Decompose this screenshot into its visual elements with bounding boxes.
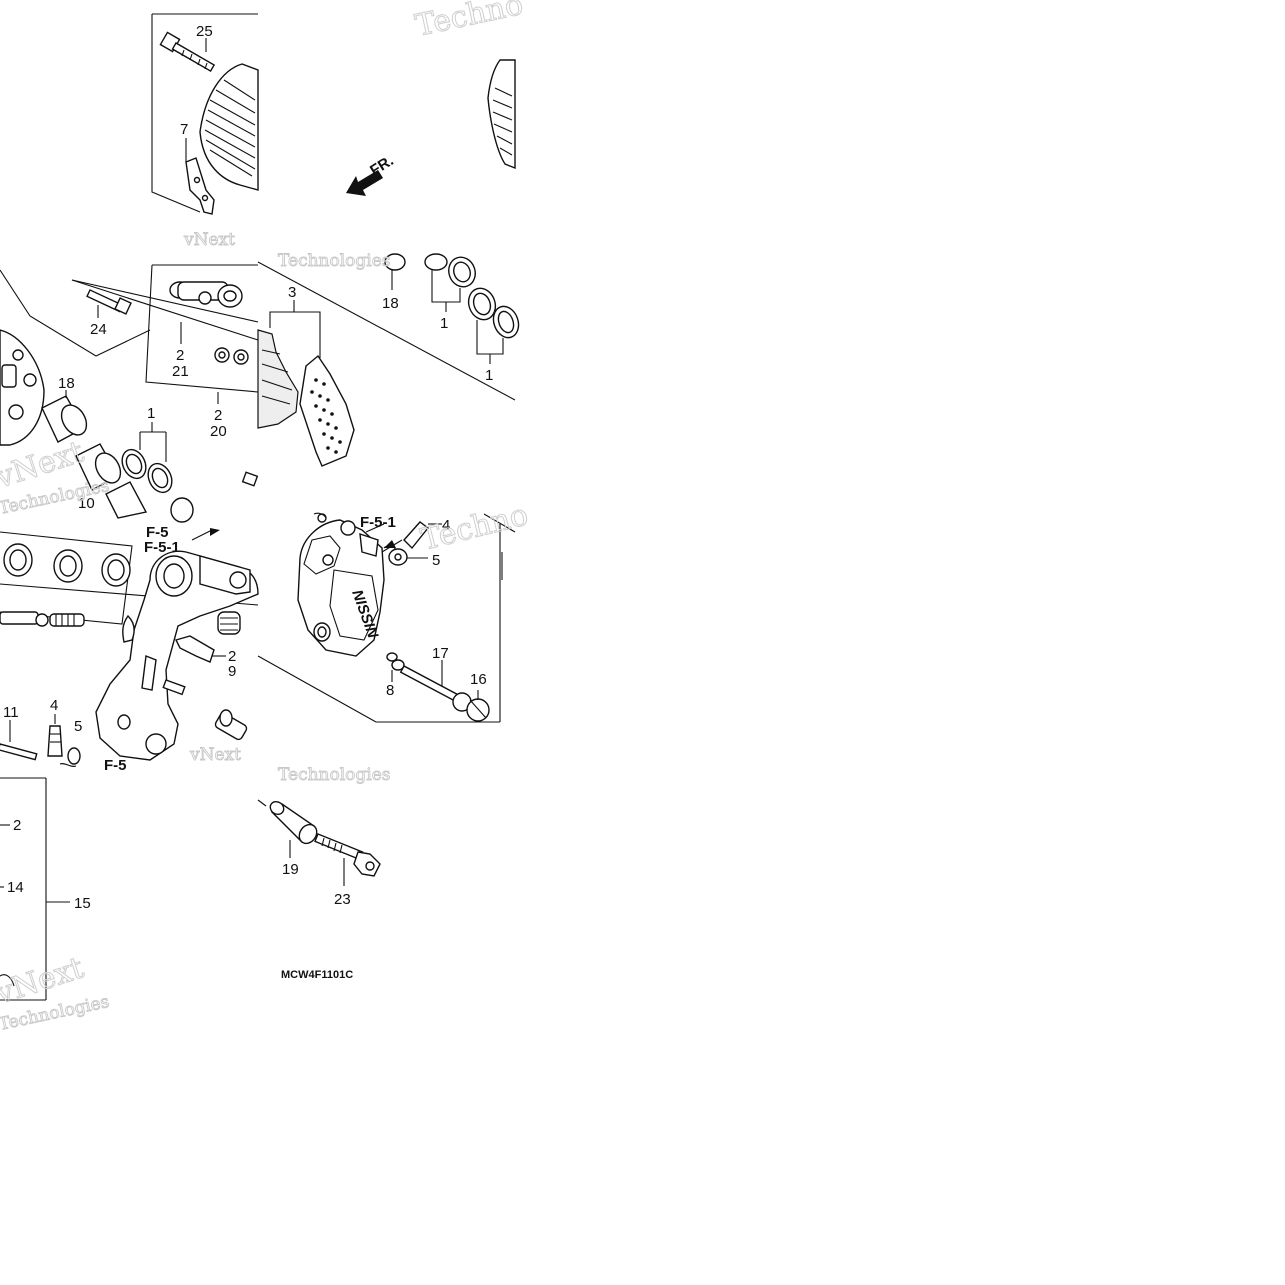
callout-10: 10	[78, 495, 95, 512]
callout-2-c: 2	[228, 648, 236, 665]
callout-1-c: 1	[485, 367, 493, 384]
brake-pad-outer	[299, 354, 355, 467]
callout-3: 3	[288, 284, 296, 301]
callout-1-a: 1	[147, 405, 155, 422]
watermark-vnext-a: vNext	[183, 230, 235, 250]
brake-pad-inner	[257, 329, 299, 429]
tile-lower-right: NISSIN	[257, 512, 516, 723]
callout-1-b: 1	[440, 315, 448, 332]
callout-11: 11	[3, 704, 19, 721]
caliper-bracket	[95, 550, 259, 761]
tile-bottom-right	[257, 799, 381, 886]
tile-top-left	[151, 13, 259, 215]
callout-23: 23	[334, 891, 351, 908]
watermark-tech-a: Technologies	[278, 251, 391, 271]
watermark-top: Techno	[412, 0, 526, 44]
watermark-vnext-c: vNext	[189, 745, 241, 765]
tile-lower-left	[0, 528, 259, 767]
callout-14: 14	[7, 879, 24, 896]
callout-2-d: 2	[13, 817, 21, 834]
watermarks: Techno vNext Technologies vNext Technolo…	[0, 0, 532, 1035]
ref-f51-a: F-5-1	[144, 539, 180, 556]
callout-24: 24	[90, 321, 107, 338]
callout-labels: 25 7 24 2 21 18 2 20 1 10 3 18 1 1 F-5 F…	[3, 23, 493, 981]
callout-17: 17	[432, 645, 449, 662]
tile-middle-right	[257, 253, 520, 467]
callout-15: 15	[74, 895, 91, 912]
ref-f5-a: F-5	[146, 524, 169, 541]
tile-middle-left	[0, 264, 259, 523]
bolt-25	[159, 31, 216, 73]
caliper-cover	[199, 63, 259, 191]
diagram-part-code: MCW4F1101C	[281, 969, 353, 981]
callout-5-a: 5	[432, 552, 440, 569]
ref-f5-b: F-5	[104, 757, 127, 774]
brake-caliper-body	[297, 519, 385, 657]
pad-spring-7	[185, 157, 215, 215]
front-direction-arrow	[346, 170, 383, 196]
callout-7: 7	[180, 121, 188, 138]
piston-18	[41, 395, 88, 443]
bolt-23	[314, 833, 381, 877]
callout-20: 20	[210, 423, 227, 440]
tile-bottom-left	[0, 777, 70, 1001]
sleeve-19	[269, 800, 318, 845]
callout-2-a: 2	[176, 347, 184, 364]
caliper-half-left	[0, 329, 45, 446]
callout-4-b: 4	[50, 697, 58, 714]
callout-9: 9	[228, 663, 236, 680]
callout-19: 19	[282, 861, 299, 878]
callout-16: 16	[470, 671, 487, 688]
callout-2-b: 2	[214, 407, 222, 424]
callout-8: 8	[386, 682, 394, 699]
watermark-tech-d: Technologies	[278, 765, 391, 785]
callout-5-b: 5	[74, 718, 82, 735]
pin-plug-16	[452, 692, 490, 722]
bolt-24	[86, 289, 132, 315]
callout-25: 25	[196, 23, 213, 40]
callout-18-a: 18	[58, 375, 75, 392]
watermark-tech-c: Techno	[417, 497, 531, 557]
callout-4-a: 4	[442, 517, 450, 534]
tile-top-right: FR.	[346, 59, 516, 196]
sleeve-lower	[162, 679, 248, 741]
seal-pair-1-left	[121, 448, 194, 523]
callout-18-b: 18	[382, 295, 399, 312]
piston-10	[75, 443, 148, 519]
callout-21: 21	[172, 363, 189, 380]
ref-f51-b: F-5-1	[360, 514, 396, 531]
pin-boot-21	[169, 281, 243, 308]
